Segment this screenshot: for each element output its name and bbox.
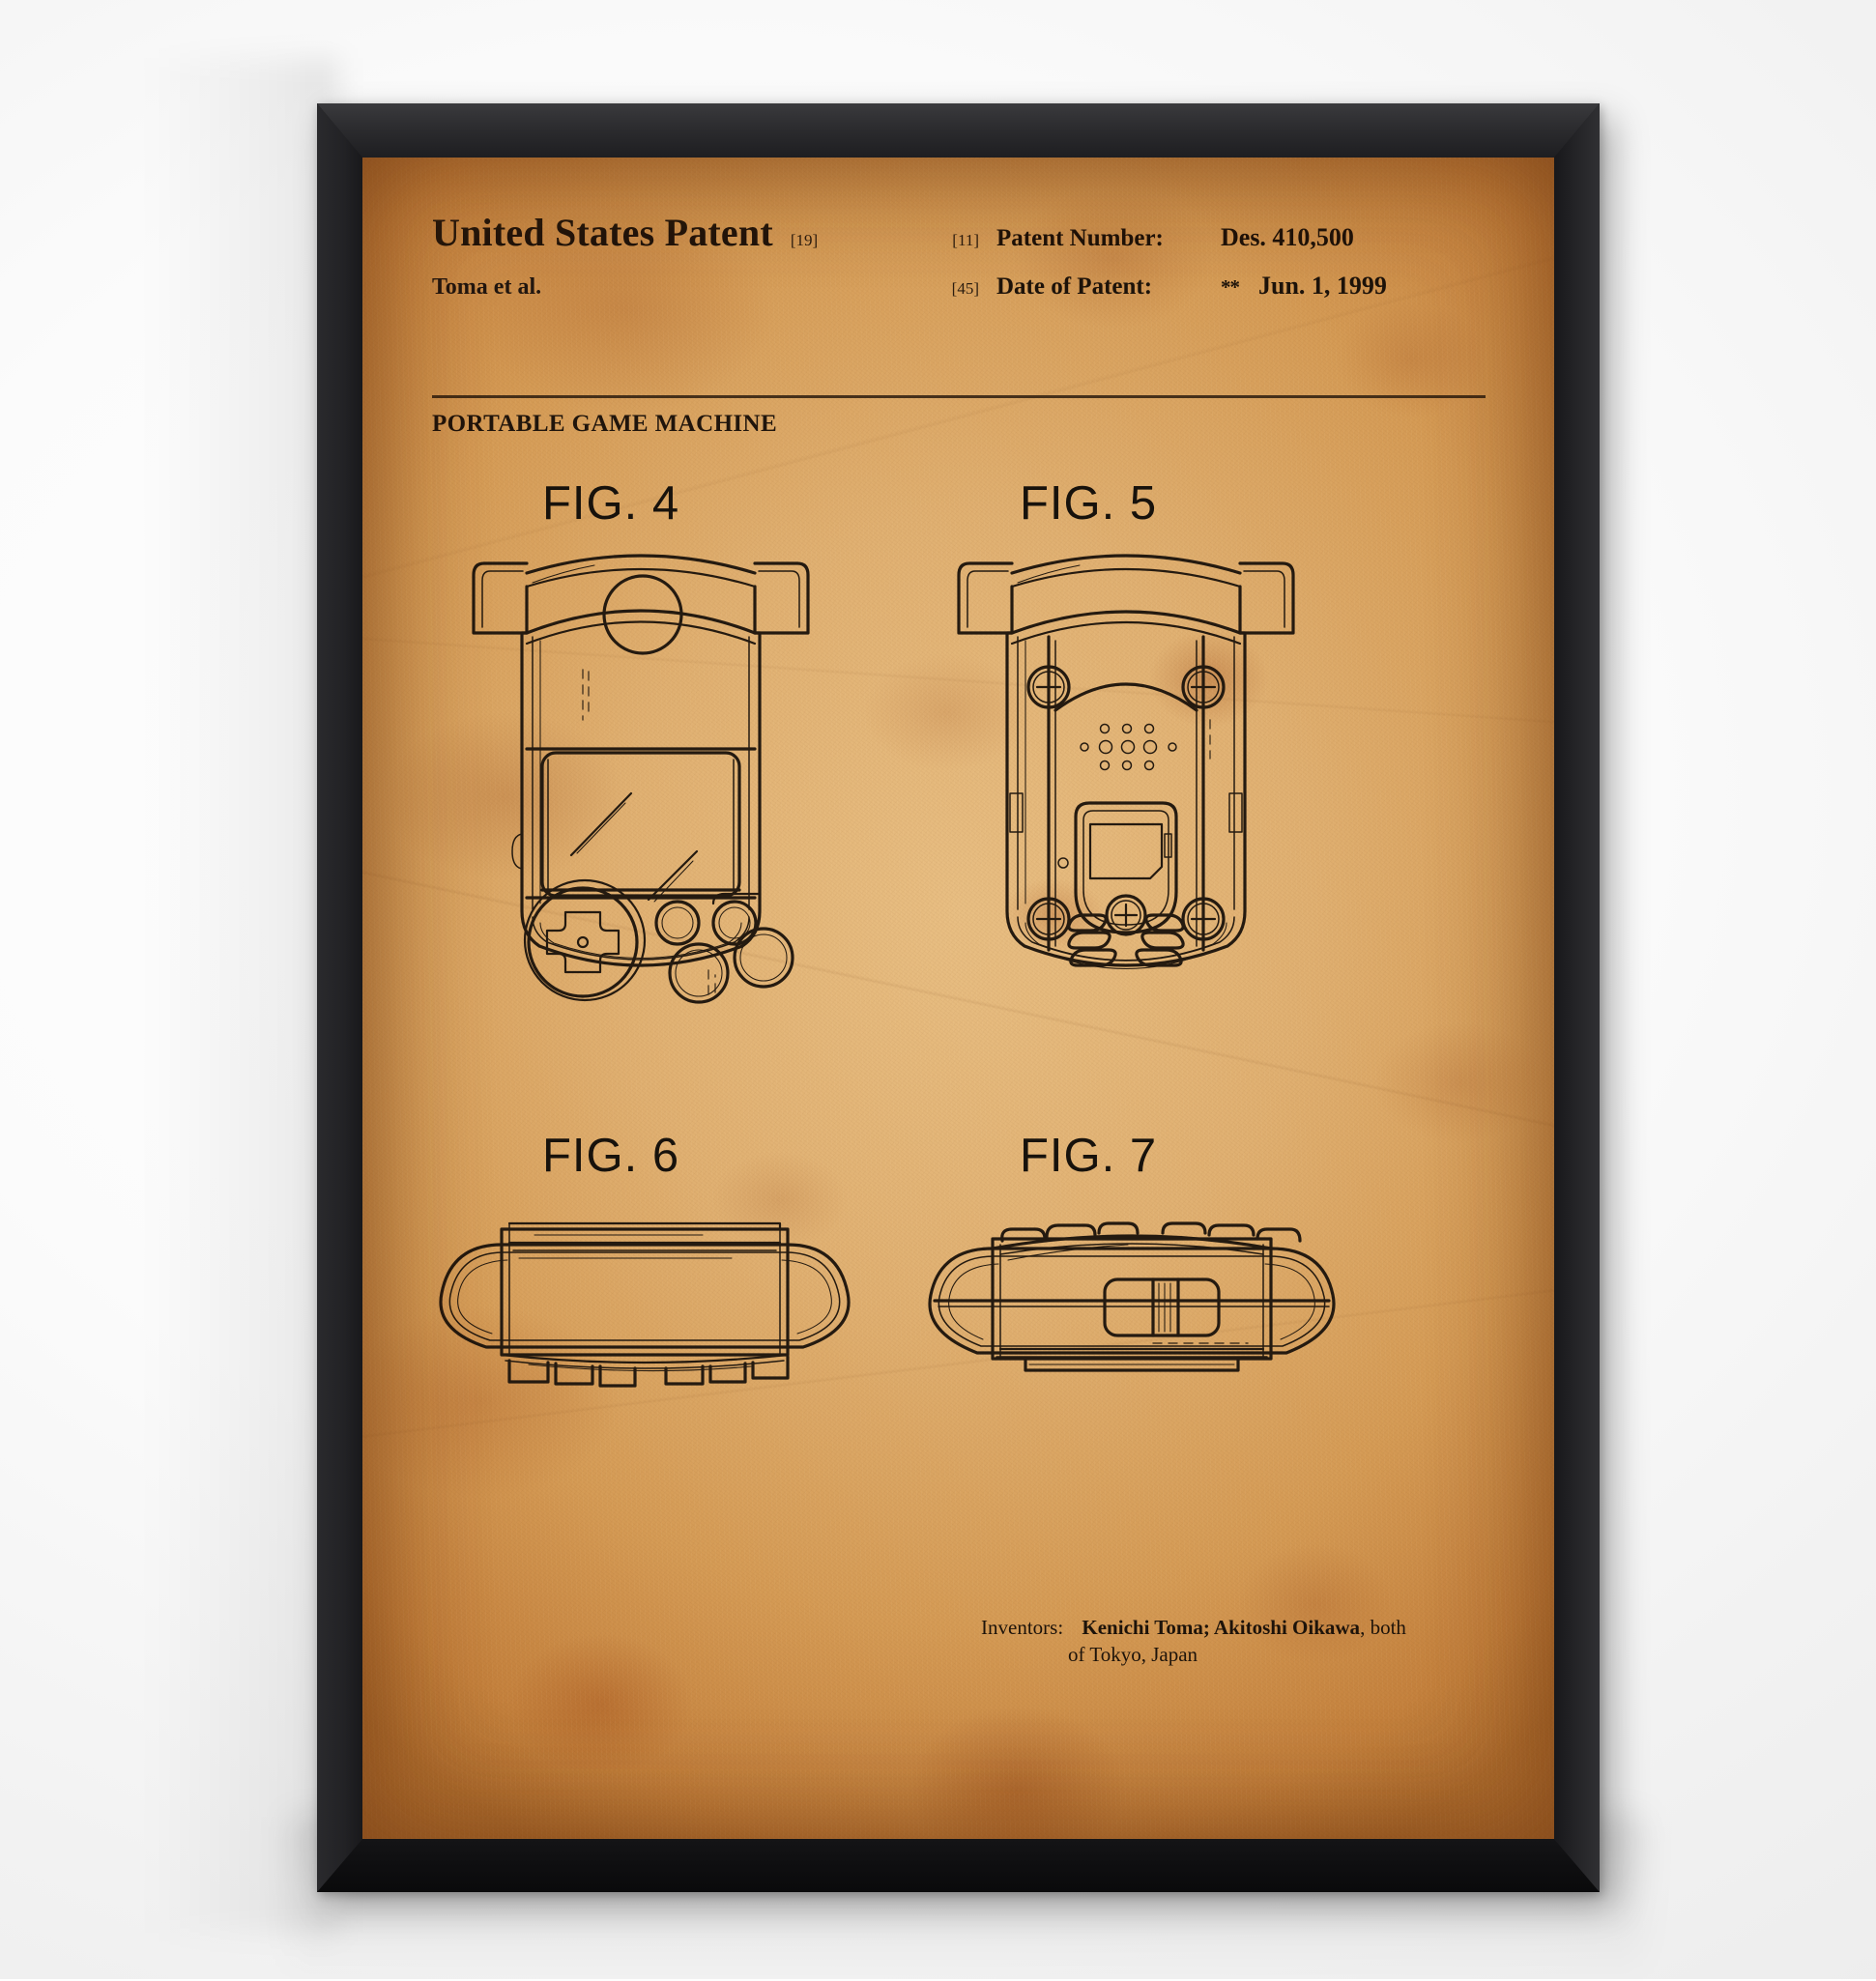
inventors-suffix: , both	[1360, 1616, 1406, 1639]
figure-label-fig4: FIG. 4	[542, 477, 680, 530]
patent-number-block: [11] Patent Number: Des. 410,500	[935, 223, 1486, 252]
figure-label-fig5: FIG. 5	[1020, 477, 1158, 530]
date-footnote-stars: **	[1221, 275, 1240, 299]
figure-label-fig7: FIG. 7	[1020, 1130, 1158, 1182]
patent-page: United States Patent [19] [11] Patent Nu…	[362, 158, 1554, 1839]
header-divider	[432, 395, 1486, 398]
inventors-line-1: Inventors: Kenichi Toma; Akitoshi Oikawa…	[981, 1615, 1484, 1642]
header-row-2: Toma et al. [45] Date of Patent: ** Jun.…	[432, 272, 1486, 301]
date-label: Date of Patent:	[996, 273, 1153, 300]
frame-bevel-right	[1554, 103, 1600, 1892]
inventors-block: Inventors: Kenichi Toma; Akitoshi Oikawa…	[981, 1615, 1484, 1668]
date-bracket: [45]	[951, 279, 979, 298]
patent-poster-paper: United States Patent [19] [11] Patent Nu…	[362, 158, 1554, 1839]
patent-number-value: Des. 410,500	[1221, 223, 1354, 251]
inventors-label: Inventors:	[981, 1616, 1064, 1639]
applicant-name: Toma et al.	[432, 274, 542, 300]
picture-frame: United States Patent [19] [11] Patent Nu…	[317, 103, 1600, 1892]
figure-label-fig6: FIG. 6	[542, 1130, 680, 1182]
office-title: United States Patent	[432, 211, 773, 254]
frame-drop-shadow-left	[145, 58, 338, 1933]
date-value: Jun. 1, 1999	[1258, 272, 1387, 300]
figure-drawing-fig4	[472, 554, 810, 1004]
figure-drawing-fig5	[957, 554, 1295, 969]
patent-number-bracket: [11]	[952, 231, 979, 249]
inventors-line-2: of Tokyo, Japan	[1068, 1642, 1198, 1666]
date-block: [45] Date of Patent: ** Jun. 1, 1999	[935, 272, 1486, 301]
header-row-1: United States Patent [19] [11] Patent Nu…	[432, 214, 1486, 252]
frame-bevel-left	[317, 103, 362, 1892]
figure-drawing-fig6	[439, 1221, 851, 1388]
office-bracket: [19]	[790, 231, 819, 249]
applicant-block: Toma et al.	[432, 274, 935, 301]
patent-number-label: Patent Number:	[996, 225, 1164, 251]
frame-bevel-bottom	[317, 1839, 1600, 1892]
invention-title: PORTABLE GAME MACHINE	[432, 411, 778, 437]
inventors-names: Kenichi Toma; Akitoshi Oikawa	[1082, 1616, 1361, 1639]
office-block: United States Patent [19]	[432, 214, 935, 252]
figure-drawing-fig7	[928, 1221, 1336, 1372]
patent-header: United States Patent [19] [11] Patent Nu…	[432, 214, 1486, 301]
frame-bevel-top	[317, 103, 1600, 158]
